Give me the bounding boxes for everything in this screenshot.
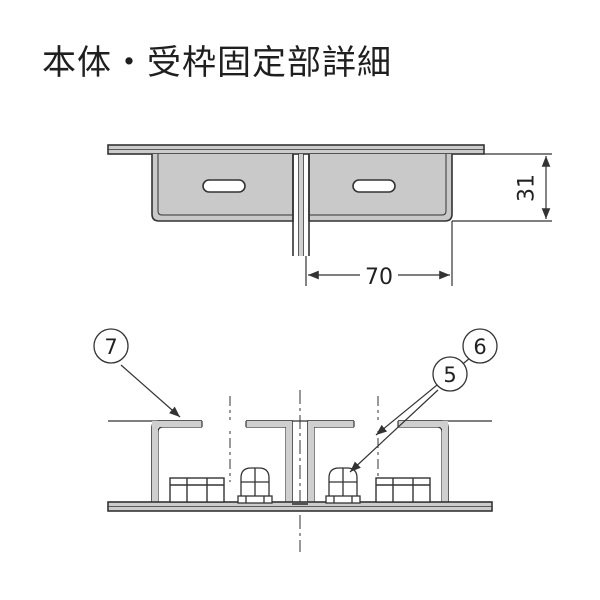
dimension-70 bbox=[305, 221, 453, 286]
callout-6-label: 6 bbox=[473, 335, 486, 359]
page-title: 本体・受枠固定部詳細 bbox=[42, 43, 392, 83]
left-slot bbox=[202, 179, 246, 193]
callout-7-circle bbox=[93, 328, 129, 364]
left-nut bbox=[169, 477, 225, 503]
lower-section-view bbox=[93, 328, 498, 552]
right-bolt bbox=[325, 467, 361, 504]
right-nut bbox=[375, 477, 431, 503]
callout-7-label: 7 bbox=[104, 335, 117, 359]
callout-6-circle bbox=[462, 328, 498, 364]
dimension-31-label: 31 bbox=[515, 174, 540, 202]
dimension-31 bbox=[452, 153, 552, 222]
leader-7 bbox=[120, 364, 181, 418]
callout-5-circle bbox=[432, 356, 468, 392]
right-slot bbox=[352, 179, 396, 193]
callout-5-label: 5 bbox=[443, 363, 456, 387]
dimension-70-label: 70 bbox=[365, 265, 393, 290]
leader-5 bbox=[349, 389, 439, 473]
upper-elevation-view bbox=[107, 144, 552, 286]
left-bolt bbox=[237, 467, 273, 504]
